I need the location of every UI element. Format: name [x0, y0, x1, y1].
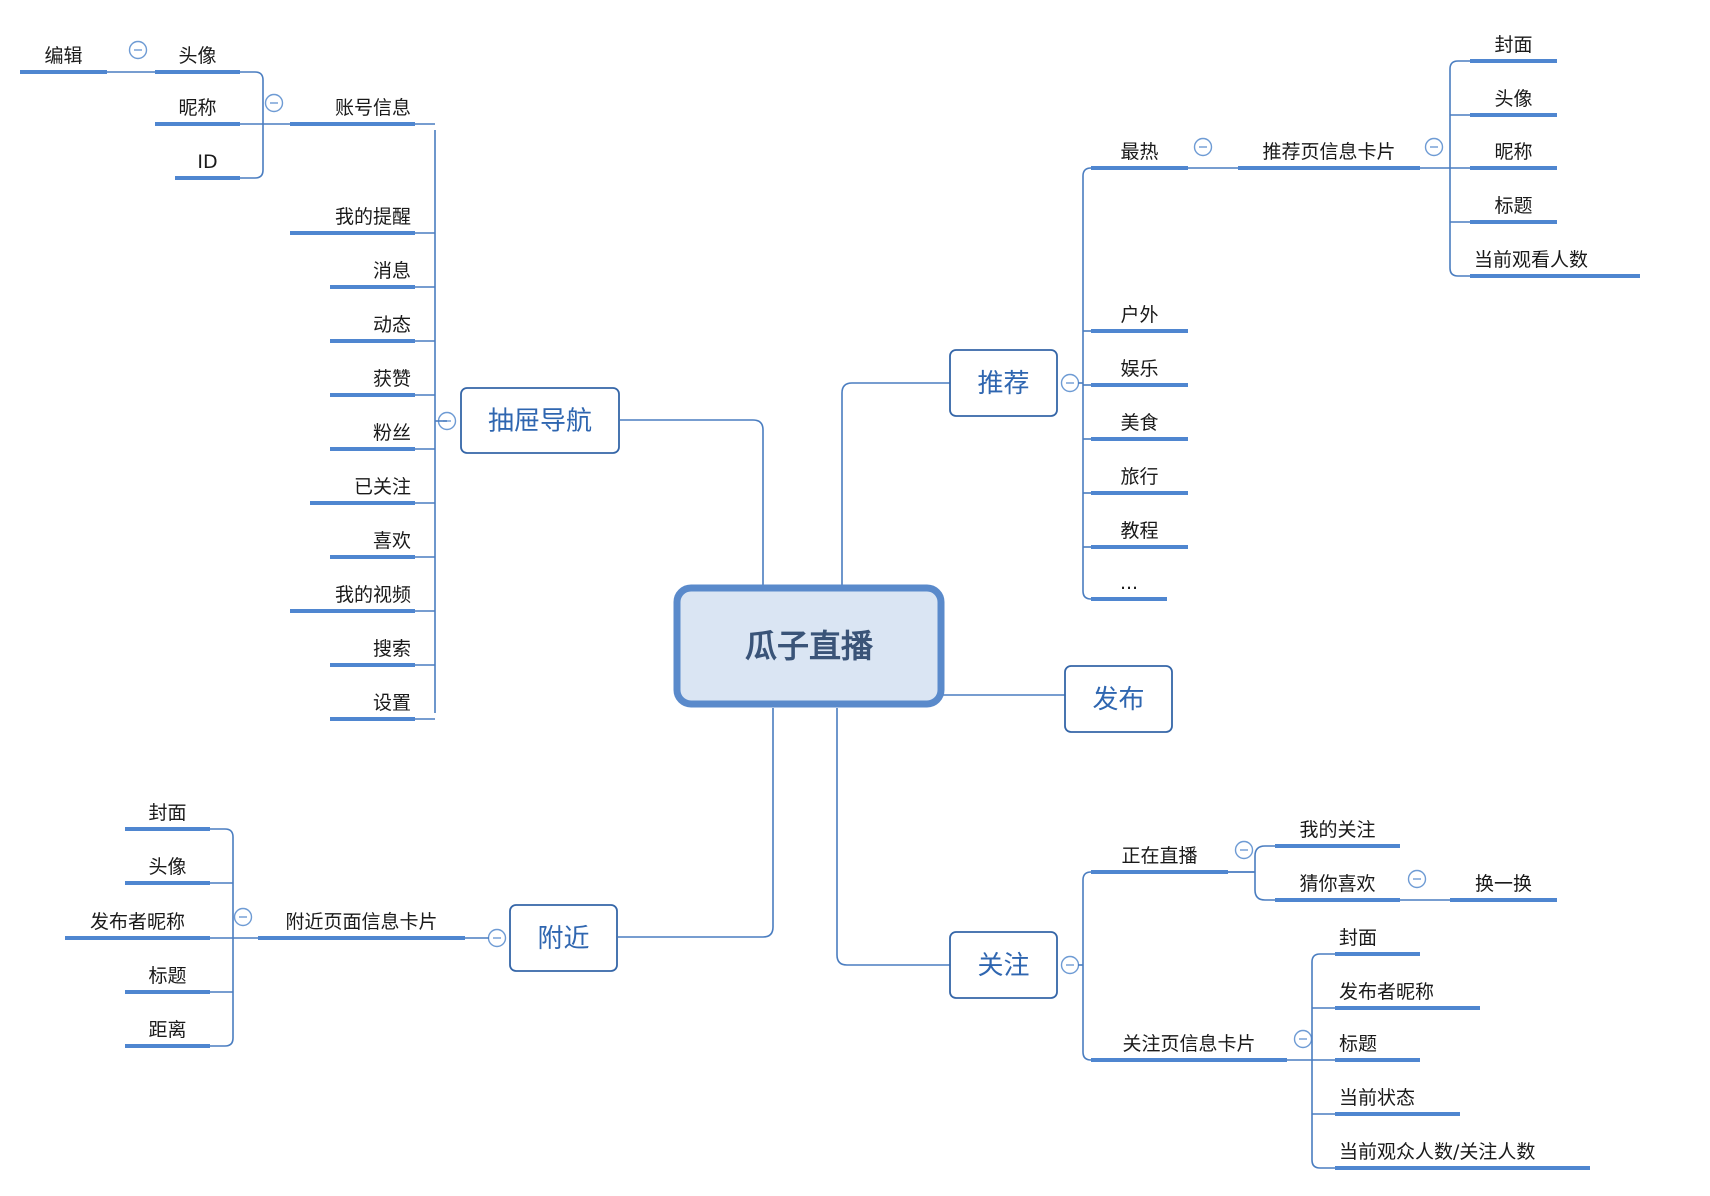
follow-topic-label: 关注	[977, 951, 1029, 981]
nearby-topic-label: 附近	[537, 924, 589, 954]
follow-card-field-4[interactable]: 当前观众人数/关注人数	[1339, 1141, 1535, 1163]
hot-node[interactable]: 最热	[1120, 141, 1158, 163]
center-to-recommend-line	[841, 382, 950, 585]
drawer-item-7[interactable]: 我的视频	[335, 584, 411, 606]
nearby-card-field-3[interactable]: 标题	[148, 965, 186, 987]
account-info-node[interactable]: 账号信息	[335, 97, 411, 119]
recommend-topic[interactable]: 推荐	[949, 349, 1058, 417]
recommend-card-field-1[interactable]: 头像	[1494, 88, 1532, 110]
follow-collapse-icon[interactable]	[1060, 955, 1080, 975]
nickname-node[interactable]: 昵称	[178, 97, 216, 119]
follow-card-field-3[interactable]: 当前状态	[1339, 1087, 1415, 1109]
drawer-item-2[interactable]: 动态	[373, 314, 411, 336]
drawer-nav-topic-label: 抽屉导航	[488, 407, 592, 437]
publish-topic-label: 发布	[1092, 685, 1144, 715]
avatar-node[interactable]: 头像	[178, 45, 216, 67]
category-3[interactable]: 旅行	[1120, 466, 1158, 488]
recommend-card-field-0[interactable]: 封面	[1494, 34, 1532, 56]
drawer-item-4[interactable]: 粉丝	[373, 422, 411, 444]
category-5[interactable]: ...	[1120, 572, 1138, 594]
recommend-topic-label: 推荐	[977, 369, 1029, 399]
guess-you-like-node[interactable]: 猜你喜欢	[1299, 873, 1375, 895]
id-node[interactable]: ID	[197, 151, 217, 173]
category-1[interactable]: 娱乐	[1120, 358, 1158, 380]
live-collapse-icon[interactable]	[1234, 840, 1254, 860]
publish-topic[interactable]: 发布	[1064, 665, 1173, 733]
follow-card-field-1[interactable]: 发布者昵称	[1339, 981, 1434, 1003]
live-now-node[interactable]: 正在直播	[1121, 845, 1197, 867]
card-bottom	[1449, 267, 1470, 277]
nearby-card-field-0[interactable]: 封面	[148, 802, 186, 824]
center-topic-label: 瓜子直播	[745, 627, 874, 665]
center-to-nearby-line	[618, 708, 774, 938]
recommend-top-curve	[1082, 167, 1092, 177]
my-follow-node[interactable]: 我的关注	[1299, 819, 1375, 841]
follow-card-node[interactable]: 关注页信息卡片	[1122, 1033, 1255, 1055]
nearby-card-field-2[interactable]: 发布者昵称	[90, 911, 185, 933]
nearby-card-node[interactable]: 附近页面信息卡片	[285, 911, 437, 933]
follow-topic[interactable]: 关注	[949, 931, 1058, 999]
drawer-item-3[interactable]: 获赞	[373, 368, 411, 390]
refresh-node[interactable]: 换一换	[1475, 873, 1532, 895]
follow-card-top	[1311, 953, 1335, 963]
nearby-collapse-icon[interactable]	[487, 928, 507, 948]
drawer-nav-topic[interactable]: 抽屉导航	[460, 387, 620, 454]
category-0[interactable]: 户外	[1120, 304, 1158, 326]
center-to-drawer-line	[620, 419, 764, 585]
center-to-follow-line	[836, 708, 950, 966]
category-4[interactable]: 教程	[1120, 520, 1158, 542]
follow-spine	[1082, 880, 1092, 1061]
edit-node[interactable]: 编辑	[44, 45, 82, 67]
nearby-card-collapse-icon[interactable]	[233, 907, 253, 927]
drawer-item-9[interactable]: 设置	[373, 692, 411, 714]
avatar-collapse-icon[interactable]	[128, 40, 148, 60]
drawer-item-1[interactable]: 消息	[373, 260, 411, 282]
follow-card-field-0[interactable]: 封面	[1339, 927, 1377, 949]
live-bottom	[1254, 856, 1275, 901]
drawer-item-8[interactable]: 搜索	[373, 638, 411, 660]
follow-card-bottom	[1311, 1159, 1335, 1169]
account-branch-top	[240, 71, 264, 81]
nearby-bottom	[210, 1037, 234, 1047]
follow-card-field-2[interactable]: 标题	[1339, 1033, 1377, 1055]
account-collapse-icon[interactable]	[264, 93, 284, 113]
follow-top	[1082, 871, 1092, 881]
category-2[interactable]: 美食	[1120, 412, 1158, 434]
recommend-spine	[1082, 176, 1092, 600]
hot-collapse-icon[interactable]	[1193, 137, 1213, 157]
drawer-item-5[interactable]: 已关注	[354, 476, 411, 498]
account-spine	[240, 80, 264, 179]
recommend-card-field-4[interactable]: 当前观看人数	[1474, 249, 1588, 271]
center-topic[interactable]: 瓜子直播	[673, 584, 945, 708]
nearby-card-field-1[interactable]: 头像	[148, 856, 186, 878]
drawer-item-0[interactable]: 我的提醒	[335, 206, 411, 228]
nearby-card-field-4[interactable]: 距离	[148, 1019, 186, 1041]
live-top	[1254, 845, 1275, 857]
recommend-card-field-3[interactable]: 标题	[1494, 195, 1532, 217]
recommend-collapse-icon[interactable]	[1060, 373, 1080, 393]
guess-collapse-icon[interactable]	[1407, 869, 1427, 889]
recommend-card-collapse-icon[interactable]	[1424, 137, 1444, 157]
recommend-card-field-2[interactable]: 昵称	[1494, 141, 1532, 163]
nearby-top	[210, 828, 234, 838]
drawer-item-6[interactable]: 喜欢	[373, 530, 411, 552]
card-top	[1449, 60, 1470, 70]
nearby-topic[interactable]: 附近	[509, 904, 618, 972]
recommend-card-node[interactable]: 推荐页信息卡片	[1262, 141, 1395, 163]
follow-card-collapse-icon[interactable]	[1293, 1029, 1313, 1049]
